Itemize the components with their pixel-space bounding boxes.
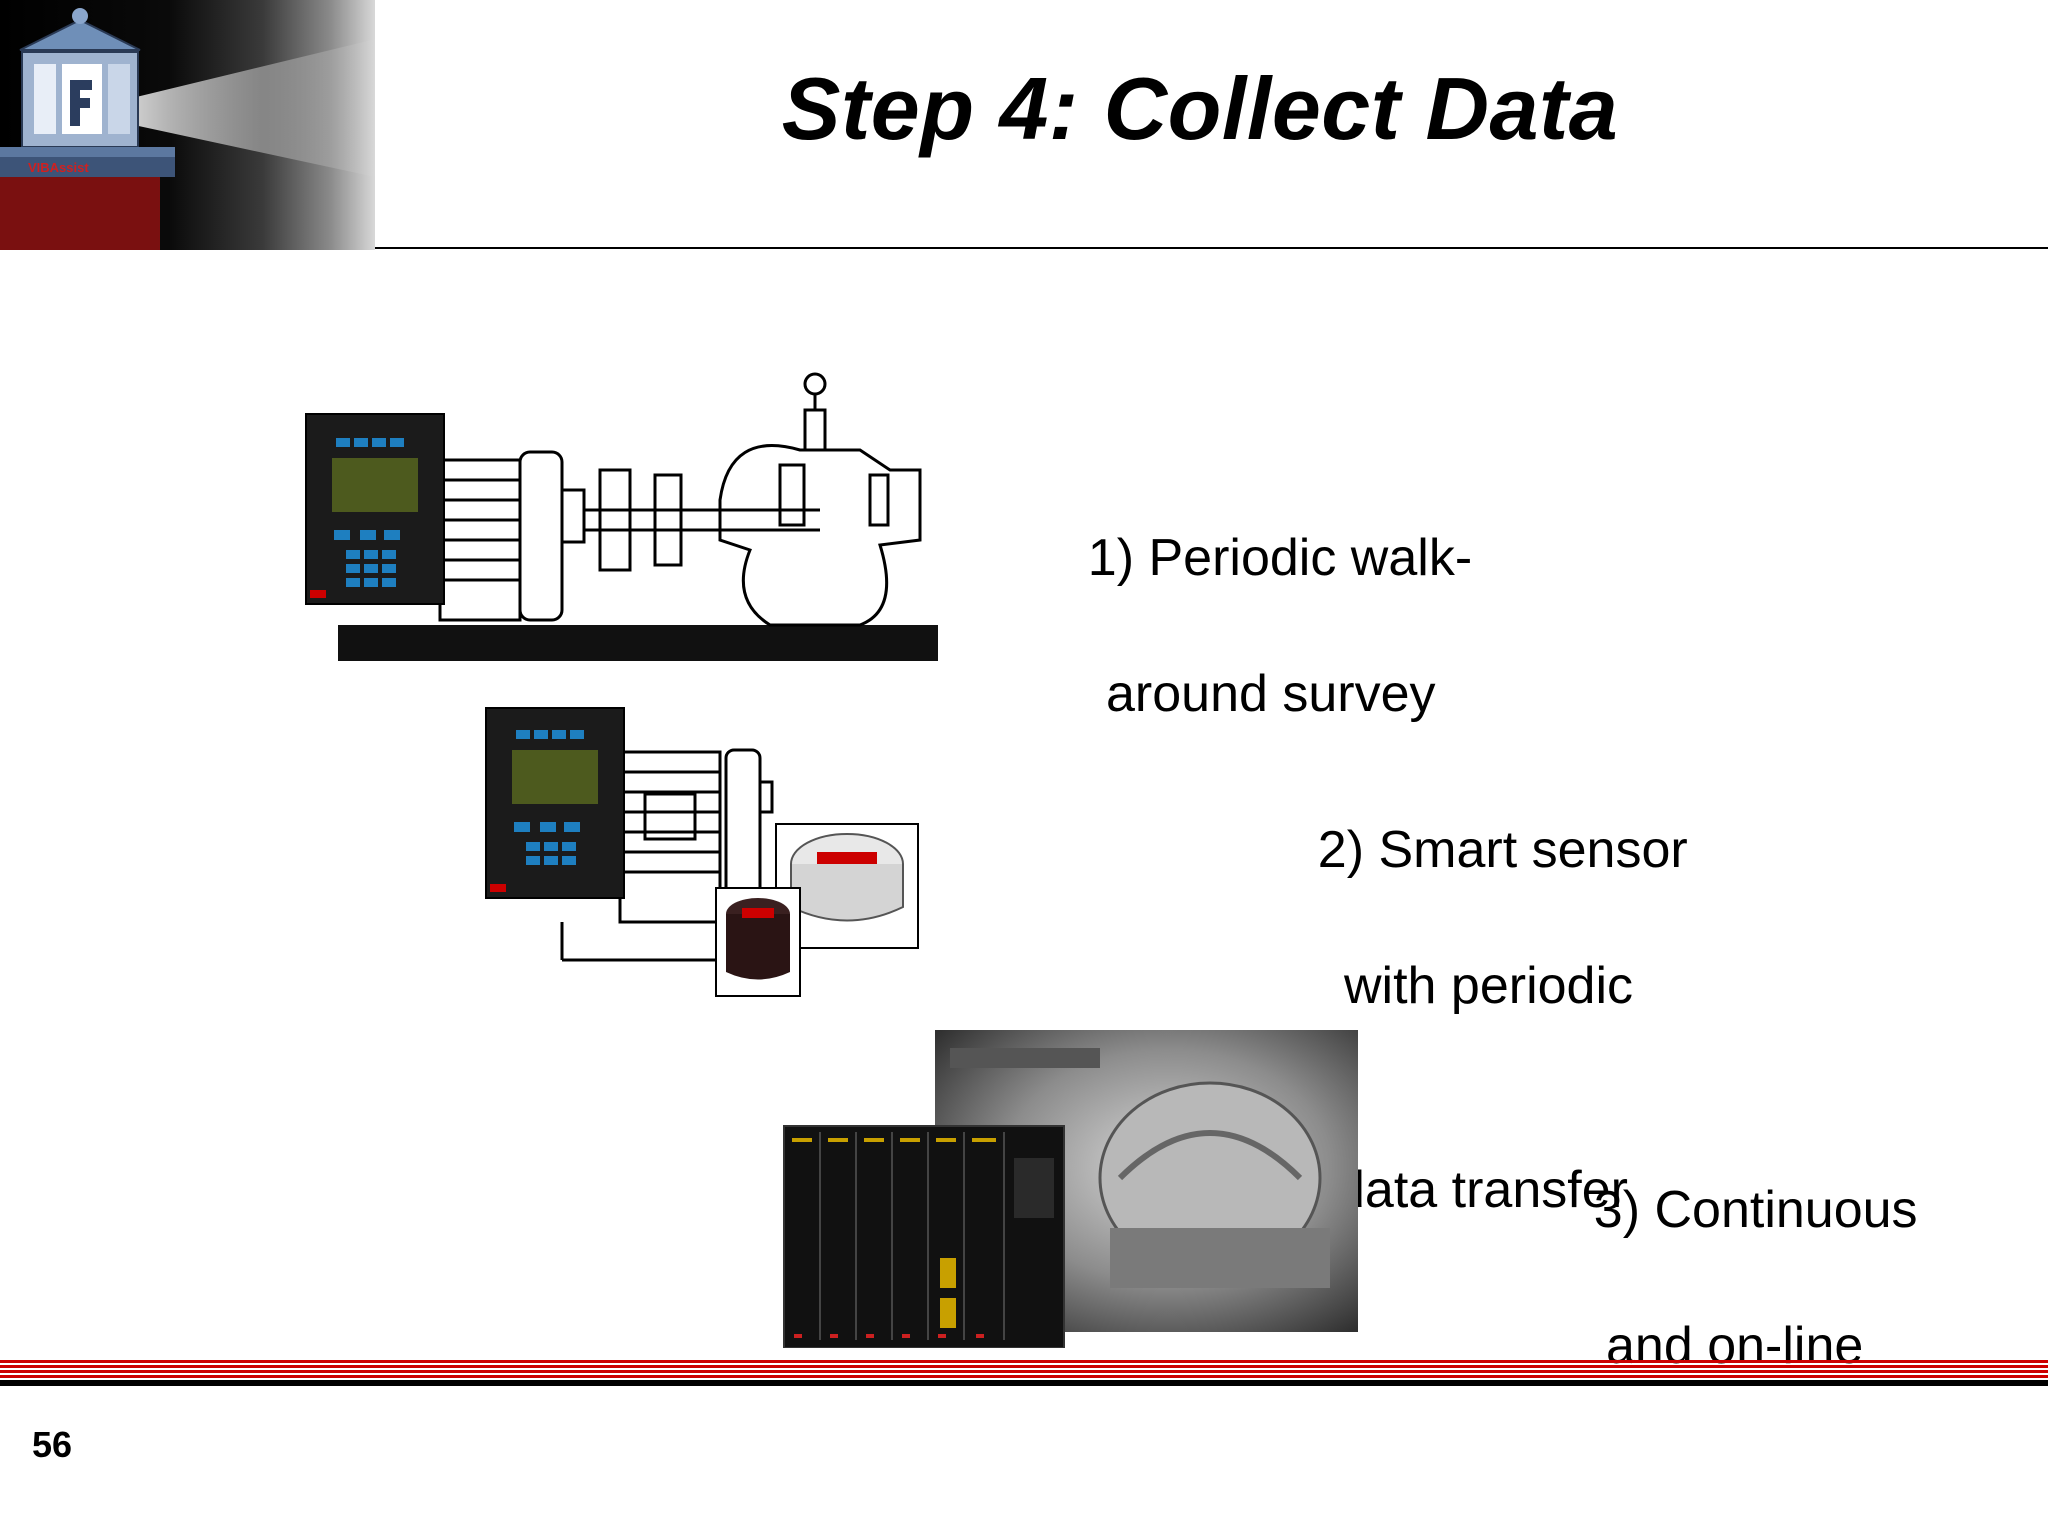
footer-divider xyxy=(0,1360,2048,1390)
portable-analyzer-with-motor-pump-icon xyxy=(305,372,938,661)
analyzer-motor-smart-sensors-icon xyxy=(485,707,919,997)
item-3-line-1: 3) Continuous xyxy=(1593,1181,1918,1239)
item-1-label: 1) Periodic walk- around survey xyxy=(1030,456,1472,864)
item-3-label: 3) Continuous and on-line xyxy=(1536,1108,1918,1516)
item-1-line-2: around survey xyxy=(1106,665,1436,723)
svg-text:VIBAssist: VIBAssist xyxy=(28,160,89,175)
page-title: Step 4: Collect Data xyxy=(781,59,1619,158)
header-divider xyxy=(375,247,2048,249)
online-monitoring-rack-and-turbine-icon xyxy=(783,1030,1358,1348)
item-2-line-2: with periodic xyxy=(1344,957,1634,1015)
lighthouse-logo-icon: VIBAssist xyxy=(0,0,375,250)
page-number: 56 xyxy=(32,1424,73,1465)
item-1-line-1: 1) Periodic walk- xyxy=(1087,529,1473,587)
item-2-label: 2) Smart sensor with periodic data trans… xyxy=(1260,748,1688,1360)
item-2-line-1: 2) Smart sensor xyxy=(1317,821,1688,879)
